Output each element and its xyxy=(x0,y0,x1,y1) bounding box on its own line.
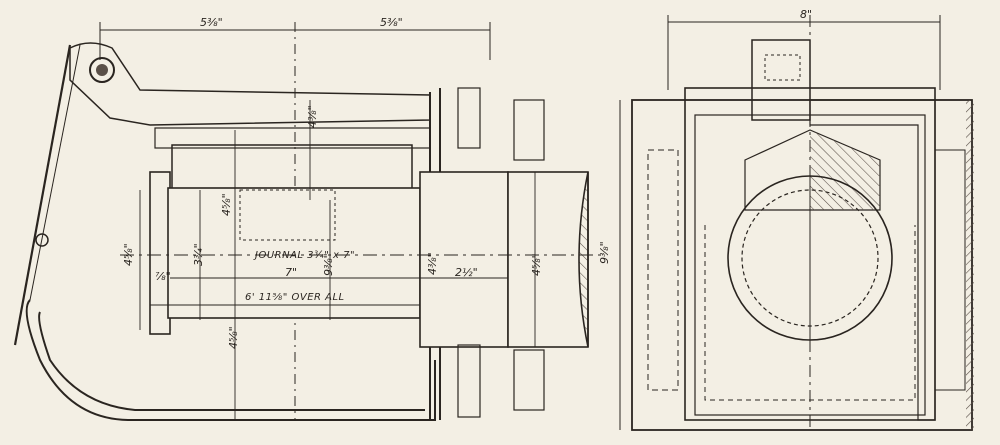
dim-flange: 4⅝" xyxy=(122,243,135,266)
bolt-head xyxy=(764,54,801,81)
length-dim: 7" xyxy=(285,266,297,279)
collar-dim: 2½" xyxy=(455,266,478,279)
brass-section xyxy=(810,130,880,210)
dust-guard xyxy=(457,87,545,418)
box-wall-section xyxy=(809,99,936,421)
end-section-view: 8" 9⅜" xyxy=(598,8,974,431)
top-dim-right: 5⅜" xyxy=(380,16,403,29)
width-dim: 8" xyxy=(800,8,812,21)
box-outer xyxy=(631,99,973,431)
lid-bolt xyxy=(751,39,811,121)
wedge xyxy=(154,127,431,149)
oil-cellar xyxy=(239,189,336,241)
width-dimension xyxy=(667,15,941,430)
dim-b: 4⅜" xyxy=(306,105,319,128)
height-dim: 9⅜" xyxy=(598,241,611,264)
dim-eighths: ⅞" xyxy=(155,270,171,283)
dim-journal-dia: 3¾" xyxy=(192,243,205,266)
dim-lower: 4⅝" xyxy=(227,326,240,349)
top-dim-left: 5⅜" xyxy=(200,16,223,29)
bearing-brass xyxy=(171,144,413,192)
right-rib xyxy=(934,149,966,391)
left-rib xyxy=(647,149,679,391)
overall-label: 6' 11⅝" OVER ALL xyxy=(245,292,345,303)
dim-collar: 4⅜" xyxy=(426,252,439,275)
horizontal-dims xyxy=(150,277,508,306)
axle-journal xyxy=(149,171,589,348)
dim-wheel-seat: 4⅝" xyxy=(530,253,543,276)
dim-a: 4⅝" xyxy=(220,193,233,216)
vertical-dims xyxy=(139,100,536,420)
journal-section xyxy=(809,175,893,341)
dim-height: 9⅜" xyxy=(322,253,335,276)
oil-cellar-end xyxy=(704,225,916,401)
hinged-lid xyxy=(13,42,431,346)
side-section-view: 5⅜" 5⅜" xyxy=(13,16,600,421)
side-rib-section xyxy=(966,100,974,430)
journal-label: JOURNAL 3¾" x 7" xyxy=(253,250,355,261)
